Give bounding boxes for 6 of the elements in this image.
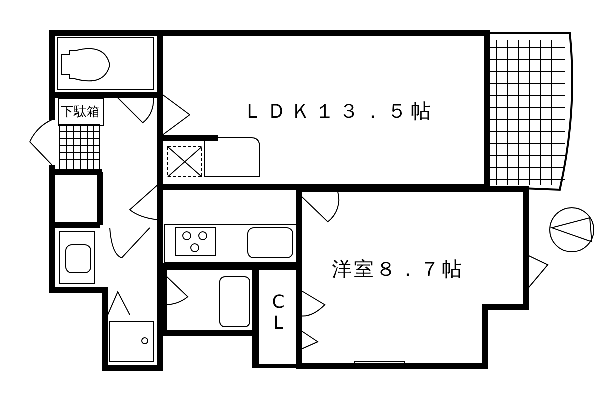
room-label: ＬＤＫ１３．５帖	[243, 98, 435, 125]
shoe-cabinet	[58, 98, 104, 126]
closet-label: CL	[269, 292, 287, 334]
room-outline	[296, 186, 529, 369]
room-label: 洋室８．７帖	[332, 256, 464, 283]
room-label: 下駄箱	[61, 104, 100, 121]
